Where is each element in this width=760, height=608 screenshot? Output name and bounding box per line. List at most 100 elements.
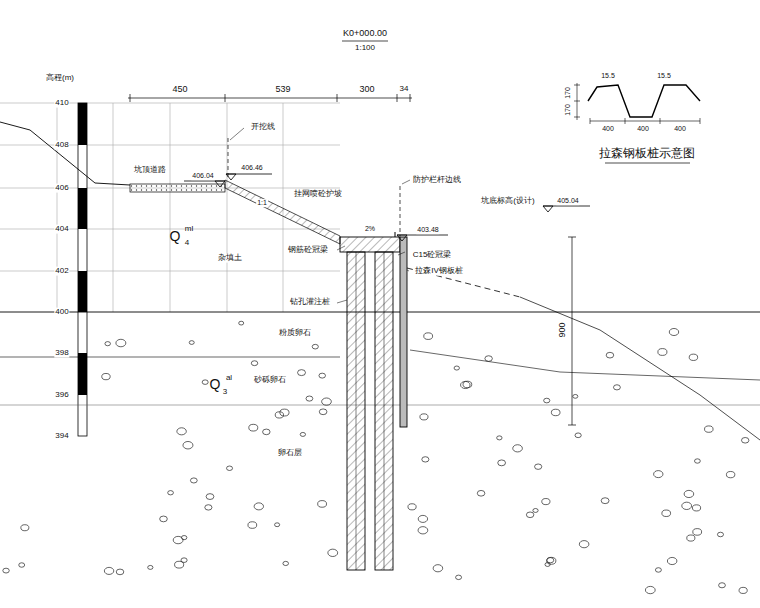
- axis-tick: 406: [54, 184, 69, 193]
- slope-ratio: 2%: [364, 225, 376, 233]
- callout: 钢筋砼冠梁: [287, 246, 329, 255]
- pebble: [319, 373, 326, 378]
- pebble: [318, 501, 327, 508]
- pebble: [477, 490, 485, 496]
- pebble: [418, 527, 428, 534]
- pebble: [485, 356, 492, 362]
- dimension: 15.5: [600, 72, 616, 80]
- pebble: [105, 342, 111, 346]
- slope-ratio: 1:1: [256, 199, 268, 207]
- soil-label: 杂填土: [217, 254, 243, 263]
- sheet-pile-sketch: [574, 83, 700, 163]
- dimension: 300: [358, 85, 375, 95]
- pebble: [21, 525, 29, 531]
- dimension: 34: [399, 85, 410, 94]
- dimension: 900: [558, 321, 568, 338]
- pebble: [719, 583, 726, 588]
- pebble: [206, 494, 214, 500]
- pebble: [202, 380, 208, 385]
- pebble: [116, 569, 124, 575]
- pebble: [408, 504, 416, 510]
- pebble: [689, 354, 697, 360]
- pebble: [306, 396, 313, 401]
- elevation-marker: [184, 174, 590, 241]
- elevation-bar: [78, 103, 87, 436]
- callout: 钻孔灌注桩: [289, 298, 331, 307]
- axis-tick: 400: [54, 308, 69, 317]
- soil-label: 砂砾卵石: [253, 376, 287, 385]
- reference-line: [228, 138, 229, 178]
- pebble: [705, 426, 714, 432]
- pebble: [433, 565, 443, 572]
- dimension: 400: [601, 125, 615, 133]
- pebble: [177, 428, 186, 435]
- pebble: [280, 409, 289, 416]
- pebble: [693, 529, 702, 536]
- pebble: [181, 536, 187, 540]
- scale: 1:100: [354, 44, 376, 53]
- elevation: 406.04: [191, 172, 214, 180]
- pebble: [160, 516, 168, 522]
- pebble: [497, 436, 502, 440]
- dimension-line: [128, 94, 412, 102]
- pebble: [254, 503, 263, 510]
- pebble: [498, 460, 506, 466]
- pebble: [575, 433, 581, 438]
- pebble: [687, 535, 695, 541]
- pebble: [606, 352, 614, 358]
- pebble: [658, 349, 667, 356]
- callout: C15砼冠梁: [412, 251, 453, 260]
- stratum-code: Q: [209, 377, 222, 392]
- reference-line: [400, 186, 401, 236]
- axis-tick: 404: [54, 225, 69, 234]
- pebble: [275, 412, 283, 418]
- callout: 开挖线: [250, 123, 276, 132]
- pebble: [667, 557, 677, 564]
- pebble: [19, 563, 25, 567]
- pebble: [684, 490, 694, 497]
- pebble: [424, 333, 433, 340]
- pebble: [239, 321, 244, 325]
- pebble: [454, 366, 459, 370]
- elevation: 406.46: [240, 164, 263, 172]
- pile-structure: [340, 232, 407, 570]
- pebble: [463, 381, 472, 388]
- dimension: 15.5: [656, 72, 672, 80]
- axis-tick: 402: [54, 267, 69, 276]
- pebble: [300, 432, 305, 436]
- pebble: [251, 361, 257, 366]
- pebble: [420, 414, 428, 420]
- leader-line: [230, 128, 410, 303]
- dimension: 450: [171, 85, 188, 95]
- pebble-symbols: [3, 321, 749, 593]
- pebble: [526, 512, 533, 518]
- ground-profile: [0, 122, 340, 244]
- pebble: [613, 385, 620, 390]
- soil-label: 卵石层: [277, 449, 303, 458]
- sketch-title: 拉森钢板桩示意图: [598, 147, 696, 160]
- pebble: [573, 394, 578, 398]
- pebble: [739, 587, 747, 593]
- pebble: [601, 498, 609, 504]
- pebble: [551, 409, 560, 415]
- pebble: [654, 471, 663, 478]
- pebble: [741, 437, 748, 443]
- pebble: [189, 341, 194, 345]
- pebble: [662, 510, 671, 517]
- pebble: [682, 502, 692, 509]
- stratum-code: 4: [184, 239, 190, 248]
- pebble: [104, 567, 113, 574]
- pebble: [547, 557, 556, 564]
- pebble: [422, 457, 429, 462]
- axis-tick: 394: [54, 432, 69, 441]
- pebble: [248, 522, 257, 529]
- pebble: [227, 466, 233, 471]
- grid: [0, 103, 340, 312]
- pebble: [275, 523, 280, 527]
- dimension: 170: [564, 103, 572, 117]
- soil-label: 粉质卵石: [278, 329, 312, 338]
- pebble: [456, 575, 462, 579]
- pebble: [116, 339, 126, 346]
- pebble: [669, 328, 678, 335]
